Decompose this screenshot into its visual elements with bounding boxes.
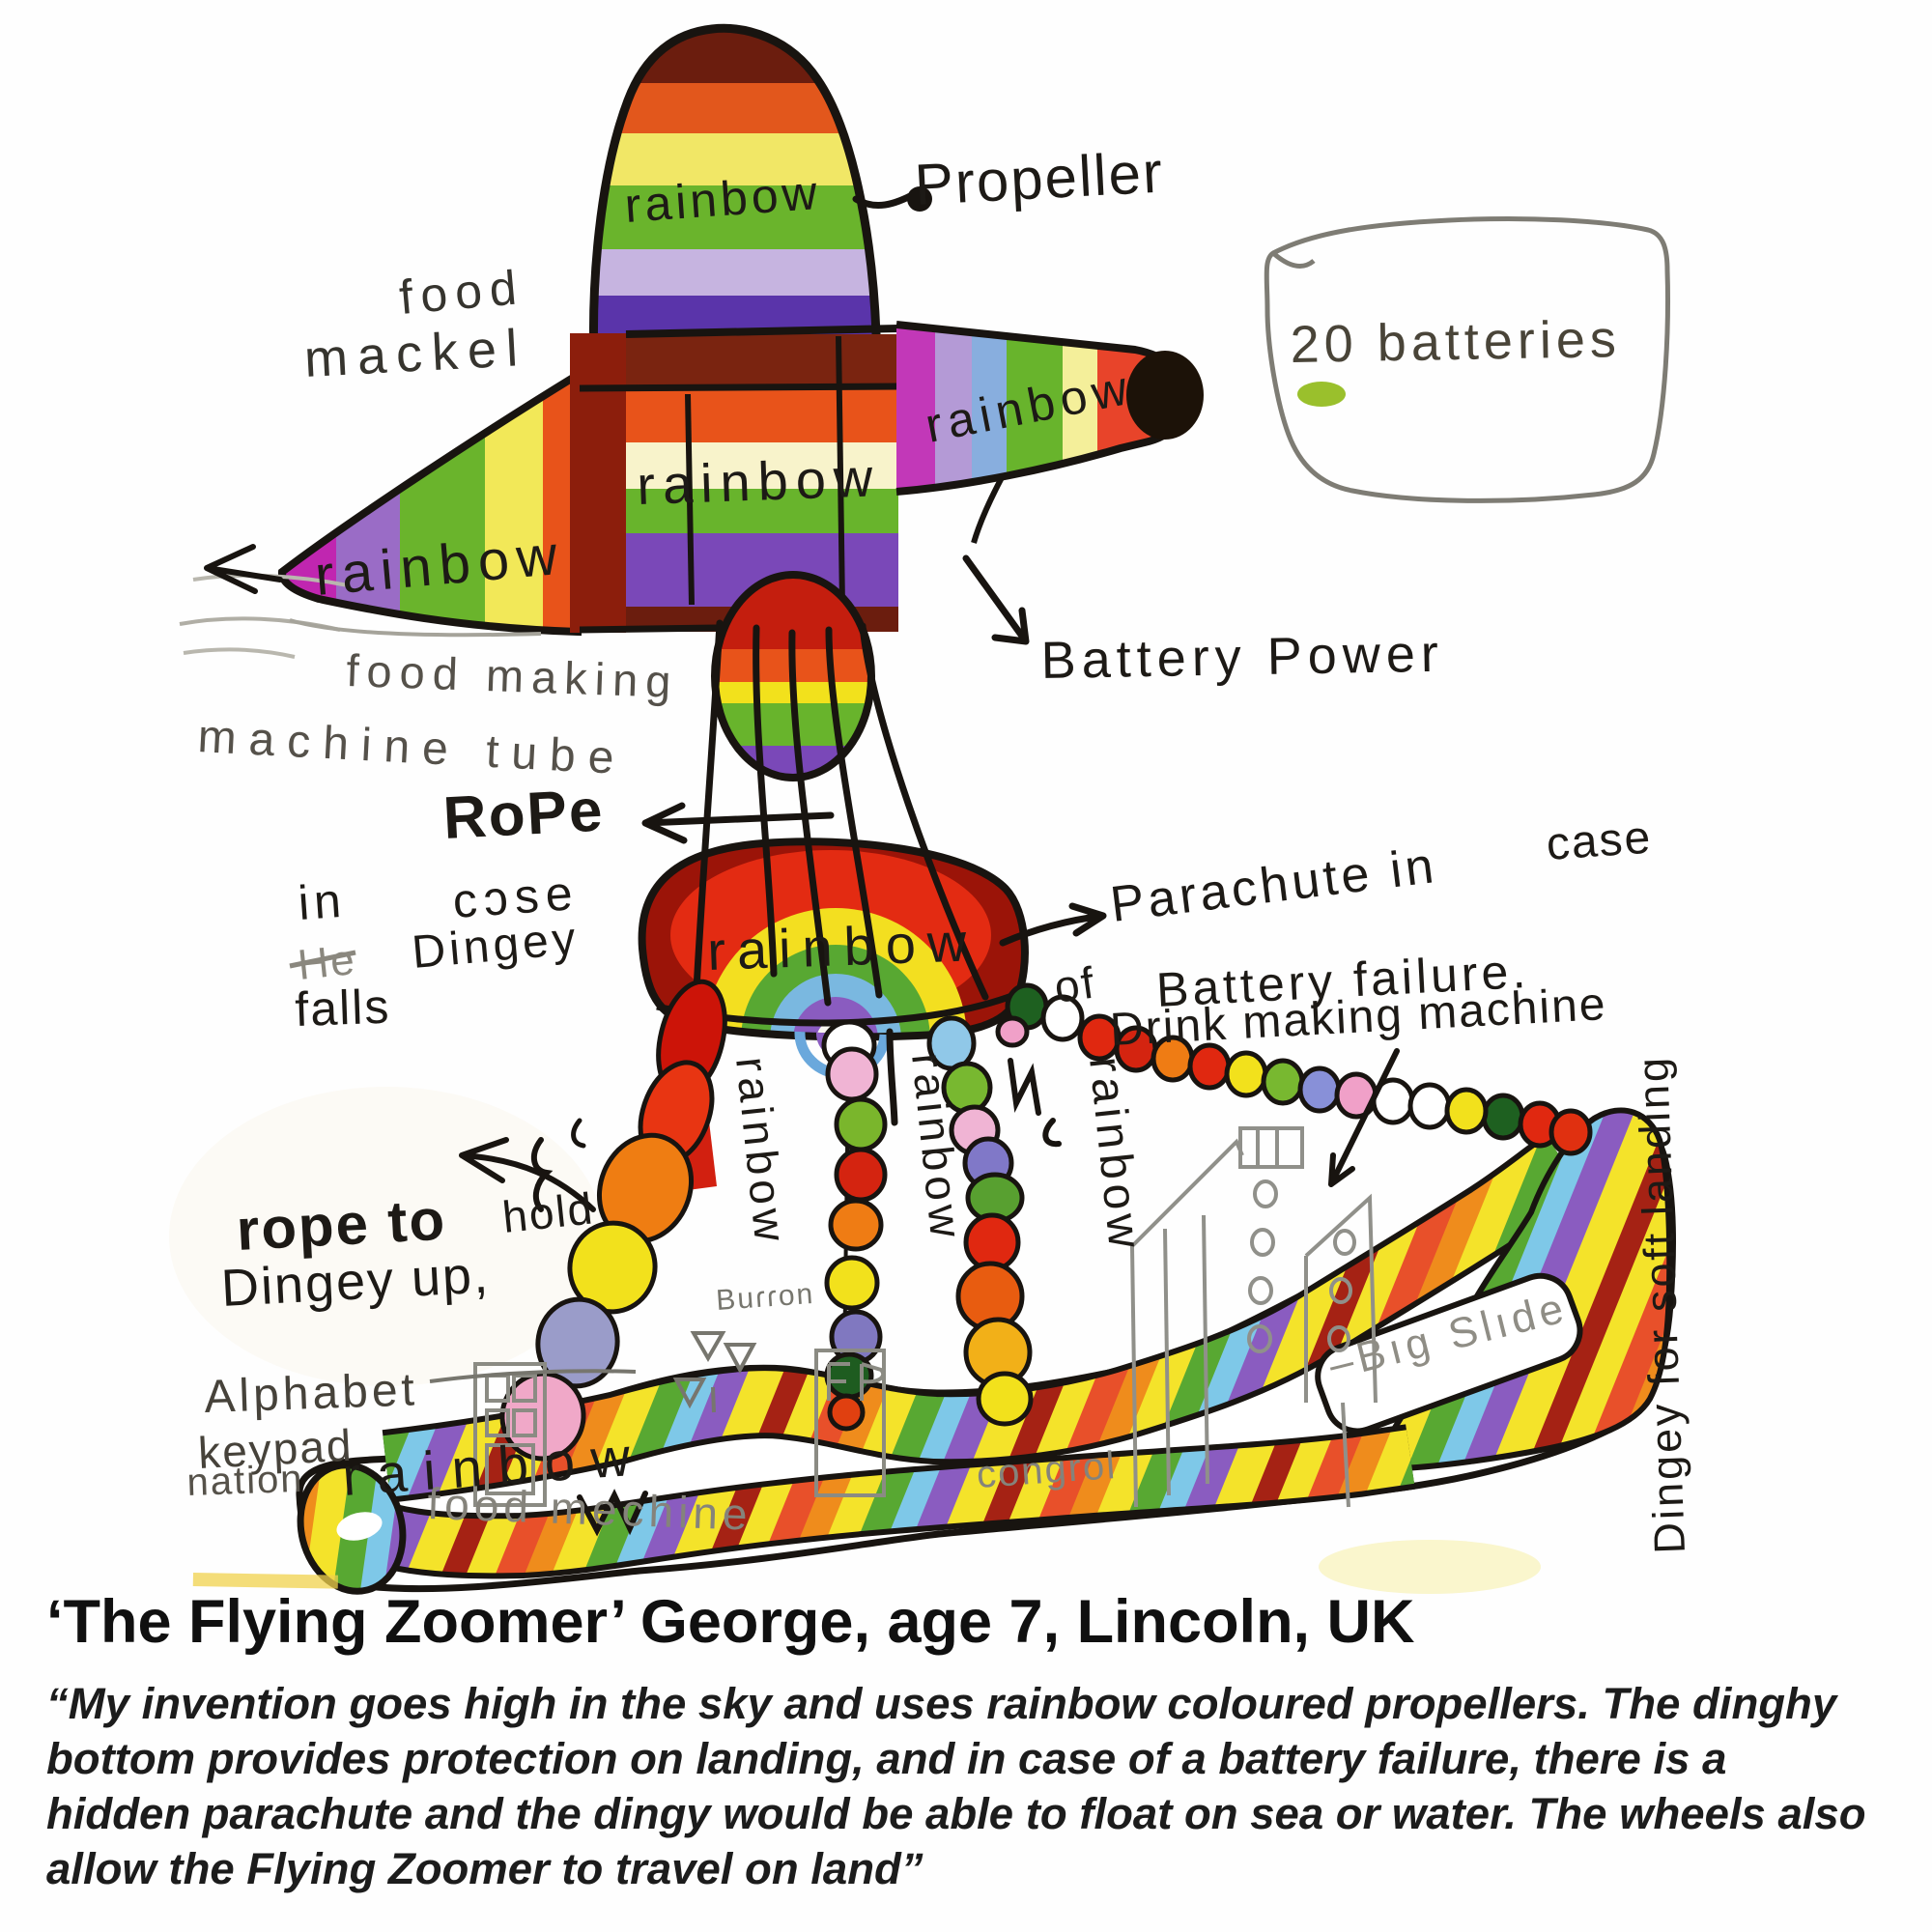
svg-text:Alphabet: Alphabet xyxy=(204,1364,419,1423)
svg-text:food mechine: food mechine xyxy=(427,1478,753,1540)
svg-text:food making: food making xyxy=(346,644,680,707)
svg-text:rainbow: rainbow xyxy=(706,911,979,981)
svg-text:mackel: mackel xyxy=(302,319,528,388)
svg-text:nation: nation xyxy=(186,1458,304,1504)
svg-text:in: in xyxy=(297,873,348,930)
svg-text:of: of xyxy=(1051,957,1098,1012)
svg-text:RoPe: RoPe xyxy=(441,777,606,852)
svg-text:food: food xyxy=(397,260,526,325)
svg-text:keypad: keypad xyxy=(197,1420,355,1478)
svg-text:rope to: rope to xyxy=(235,1187,448,1263)
svg-text:hold: hold xyxy=(500,1182,597,1242)
svg-text:conɡrol: conɡrol xyxy=(976,1444,1119,1496)
svg-text:falls: falls xyxy=(294,980,391,1037)
svg-text:Propeller: Propeller xyxy=(913,140,1165,217)
svg-text:case: case xyxy=(1545,811,1654,870)
svg-text:Buɾɾon: Buɾɾon xyxy=(715,1278,815,1317)
svg-text:Battery Power: Battery Power xyxy=(1040,625,1444,690)
svg-text:rainbow: rainbow xyxy=(636,446,881,516)
svg-text:Dingey up,: Dingey up, xyxy=(219,1246,491,1318)
svg-text:20 batteries: 20 batteries xyxy=(1290,310,1621,374)
svg-text:cɔse: cɔse xyxy=(451,866,581,928)
